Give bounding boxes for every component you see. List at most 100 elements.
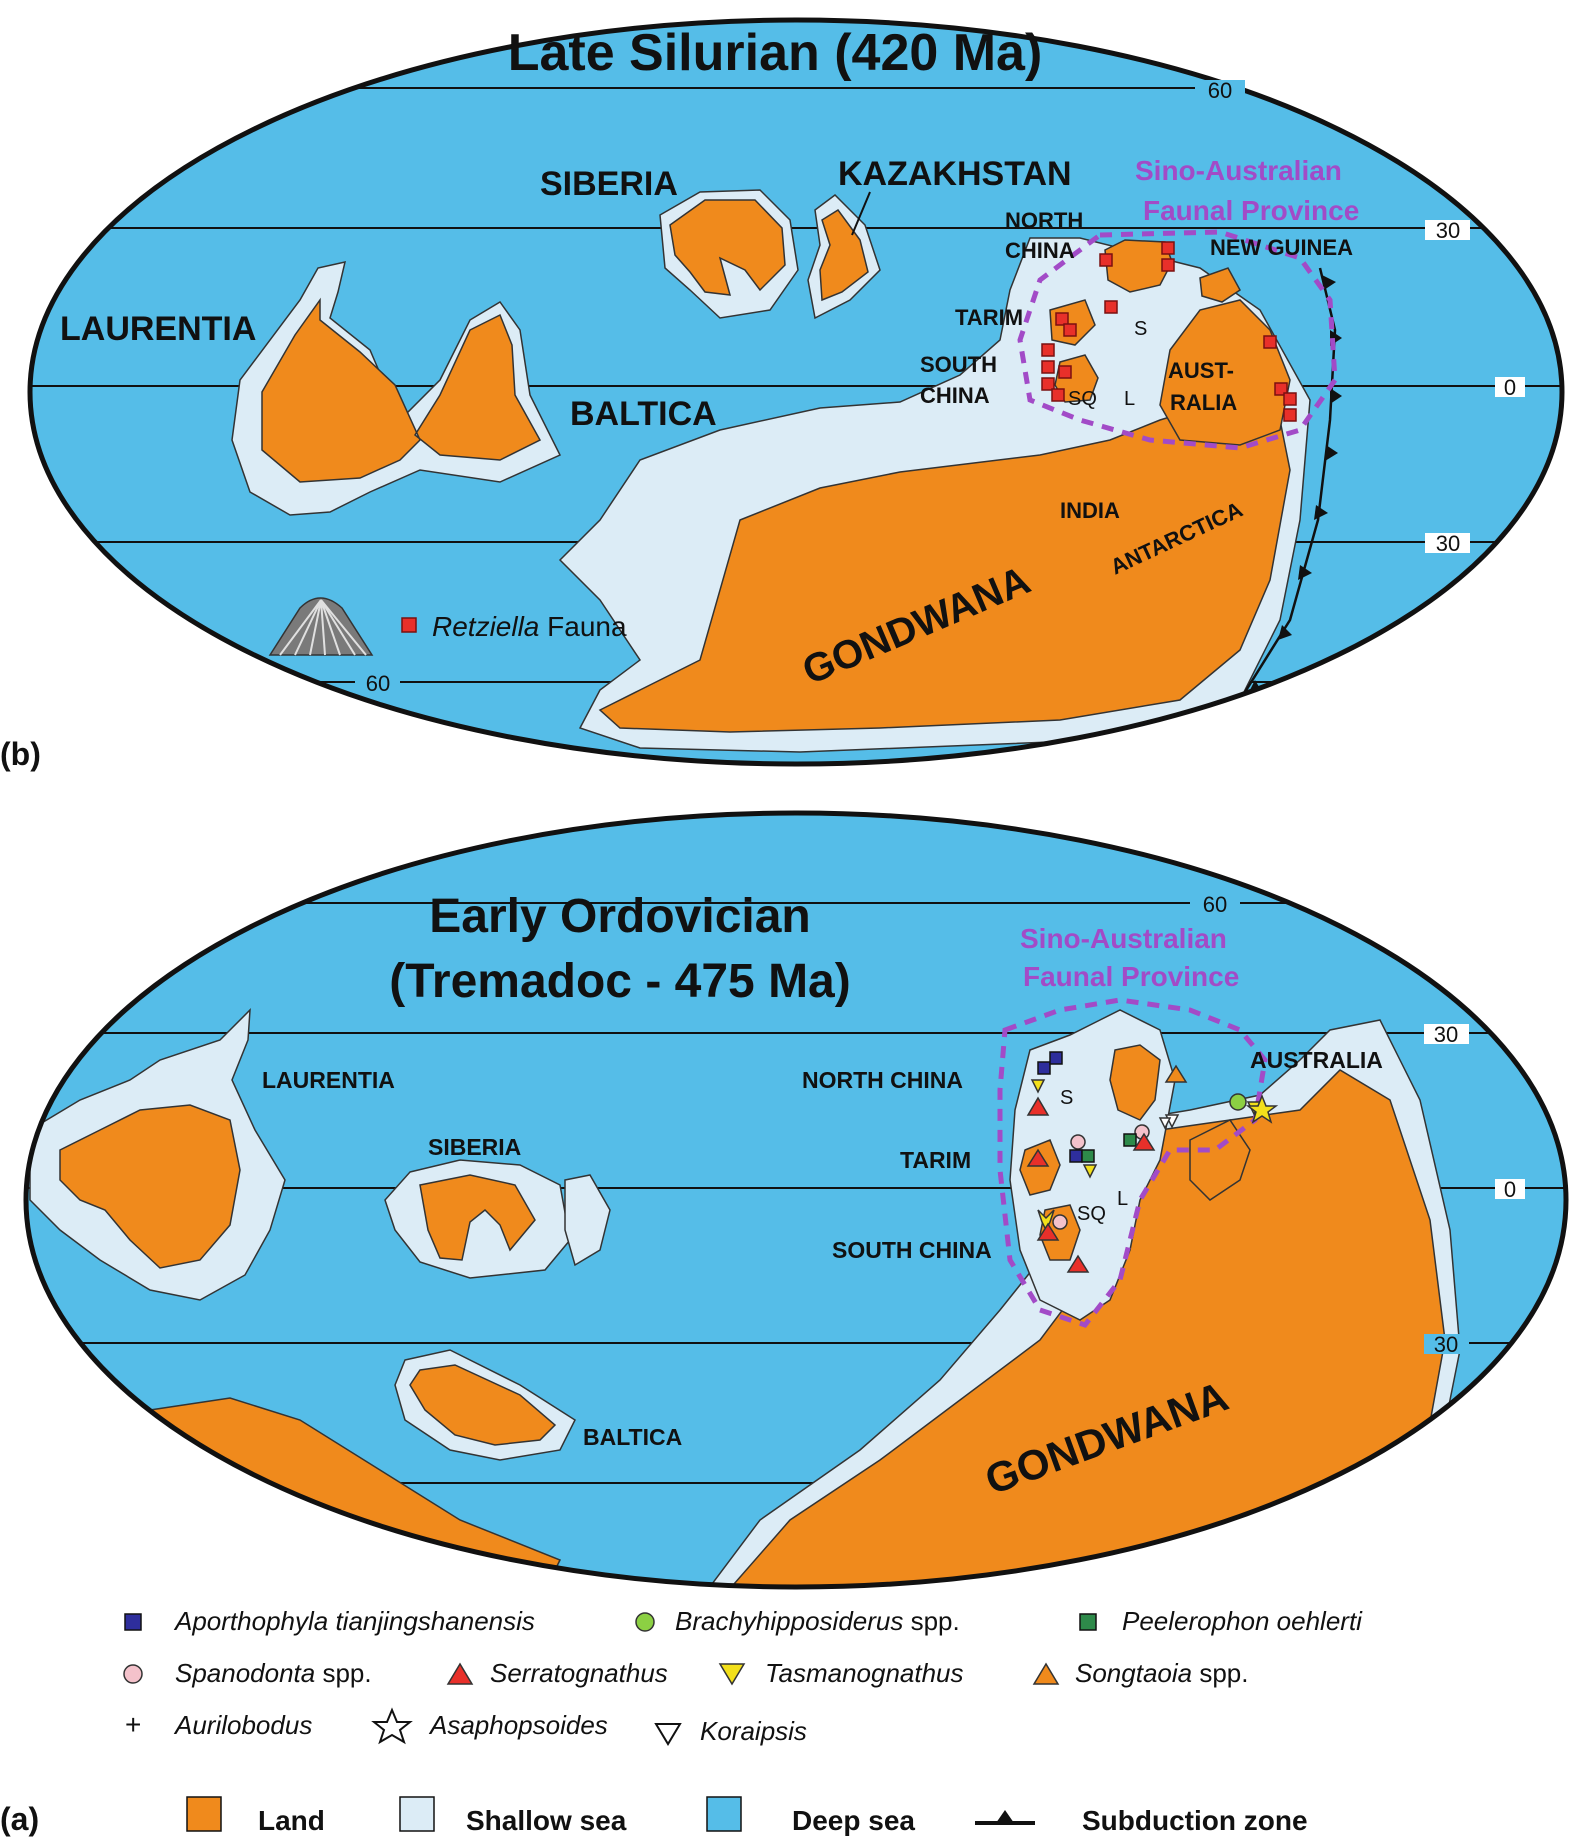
aporthophyla-marker [1037,1061,1051,1075]
panel-a-province-label-1: Sino-Australian [1020,923,1227,954]
legend-taxon-peelerophon: Peelerophon oehlerti [1122,1606,1363,1636]
songtaoia-marker [1164,1064,1188,1083]
serratognathus-marker [1026,1148,1050,1167]
panel-b-label-s: S [1134,318,1147,340]
panel-a-label-north-china: NORTH CHINA [802,1067,963,1093]
legend-taxon-asaphopsoides: Asaphopsoides [428,1710,608,1740]
panel-a-province-label-2: Faunal Province [1023,961,1239,992]
retziella-marker [1041,360,1055,374]
panel-a-baltica-land [409,1364,557,1446]
panel-b-late-silurian-map [27,17,1565,767]
retziella-marker [1263,335,1277,349]
panel-b-label-baltica: BALTICA [570,395,717,433]
legend-taxon-koraipsis: Koraipsis [700,1716,807,1746]
spanodonta-marker [1052,1214,1068,1230]
key-shallow-swatch [399,1796,435,1832]
panel-b-kazakhstan-leader [851,191,871,236]
panel-b-lat-0: 0 [1504,375,1516,400]
retziella-legend-symbol [401,617,417,633]
panel-b-label-india: INDIA [1060,498,1120,523]
panel-b-province-label-1: Sino-Australian [1135,155,1342,186]
panel-b-label-new-guinea: NEW GUINEA [1210,235,1353,260]
panel-a-north-china-land [1109,1044,1161,1121]
retziella-marker [1051,388,1065,402]
retziella-marker [1104,300,1118,314]
retziella-marker [1041,377,1055,391]
peelerophon-marker [1081,1149,1095,1163]
panel-a-label-l: L [1117,1188,1128,1210]
panel-b-tarim-land [1049,299,1096,346]
serratognathus-marker [1036,1222,1060,1241]
key-subduction-tooth [996,1810,1014,1823]
retziella-marker [1058,365,1072,379]
legend-taxon-aurilobodus: Aurilobodus [173,1710,312,1740]
panel-b-province-label-2: Faunal Province [1143,195,1359,226]
tasmanognathus-marker [1082,1164,1098,1179]
panel-a-siberia-land [419,1174,536,1261]
key-deep-label: Deep sea [792,1805,915,1836]
retziella-marker [1161,258,1175,272]
serratognathus-marker [1026,1096,1050,1116]
panel-a-australia-land [1189,1119,1251,1201]
panel-b-label-south-china-1: SOUTH [920,352,997,377]
panel-a-title-2: (Tremadoc - 475 Ma) [389,955,850,1008]
asaphopsoides-marker [1037,1209,1055,1232]
legend-symbol-star [371,1707,413,1745]
retziella-marker [1063,323,1077,337]
asaphopsoides-marker [1245,1093,1279,1124]
retziella-marker [1099,253,1113,267]
panel-a-label-sq: SQ [1077,1203,1106,1225]
retziella-shell-image [268,597,374,656]
panel-b-label-laurentia: LAURENTIA [60,310,256,348]
brachyhipposiderus-marker [1229,1093,1247,1111]
legend-taxon-brachyhipposiderus: Brachyhipposiderus spp. [675,1606,960,1636]
panel-a-label-laurentia: LAURENTIA [262,1067,395,1093]
key-land-swatch [186,1796,222,1832]
panel-b-label-australia-1: AUST- [1168,358,1234,383]
legend-taxon-aporthophyla: Aporthophyla tianjingshanensis [173,1606,535,1636]
panel-b-label-tarim: TARIM [955,305,1023,330]
legend-symbol-triangle-orange [1032,1662,1060,1685]
panel-b-letter: (b) [0,736,41,772]
retziella-marker [1283,408,1297,422]
panel-b-north-china-land [1104,239,1173,293]
aporthophyla-marker [1049,1051,1063,1065]
panel-a-label-baltica: BALTICA [583,1424,682,1450]
panel-a-label-south-china: SOUTH CHINA [832,1237,992,1263]
panel-b-siberia-land [669,199,786,296]
panel-a-lat-60-north: 60 [1203,892,1227,917]
legend-symbol-square-green [1079,1613,1097,1631]
key-deep-swatch [706,1796,742,1832]
panel-b-label-siberia: SIBERIA [540,165,678,203]
panel-b-label-north-china-1: NORTH [1005,208,1083,233]
panel-a-lat-30-north: 30 [1434,1022,1458,1047]
panel-b-label-australia-2: RALIA [1170,390,1237,415]
panel-b-lat-30-south: 30 [1436,531,1460,556]
key-shallow-label: Shallow sea [466,1805,627,1836]
legend-symbol-circle-green [635,1612,655,1632]
panel-b-lat-60-north: 60 [1208,78,1232,103]
serratognathus-marker [1066,1254,1090,1273]
legend-taxon-serratognathus: Serratognathus [490,1658,668,1688]
key-subduction-label: Subduction zone [1082,1805,1308,1836]
serratognathus-marker [1132,1132,1156,1151]
legend-symbol-triangle-down-yellow [718,1663,746,1686]
retziella-marker [1041,343,1055,357]
panel-b-title: Late Silurian (420 Ma) [508,24,1043,82]
tasmanognathus-marker [1030,1079,1046,1094]
retziella-legend-label: Retziella Fauna [432,611,627,642]
peelerophon-marker [1123,1133,1137,1147]
panel-b-province-boundary [1017,229,1338,451]
legend-taxon-tasmanognathus: Tasmanognathus [765,1658,964,1688]
panel-b-label-north-china-2: CHINA [1005,238,1075,263]
panel-b-gondwana-land [598,399,1291,733]
legend-symbol-triangle-red [446,1662,474,1685]
panel-a-fossil-markers [1026,1051,1279,1273]
panel-a-title-1: Early Ordovician [429,890,811,943]
panel-a-early-ordovician-map [23,810,1569,1590]
panel-b-lat-30-north: 30 [1436,218,1460,243]
legend-taxon-spanodonta: Spanodonta spp. [175,1658,372,1688]
legend-taxon-songtaoia: Songtaoia spp. [1075,1658,1248,1688]
legend-symbol-plus: + [125,1709,141,1740]
